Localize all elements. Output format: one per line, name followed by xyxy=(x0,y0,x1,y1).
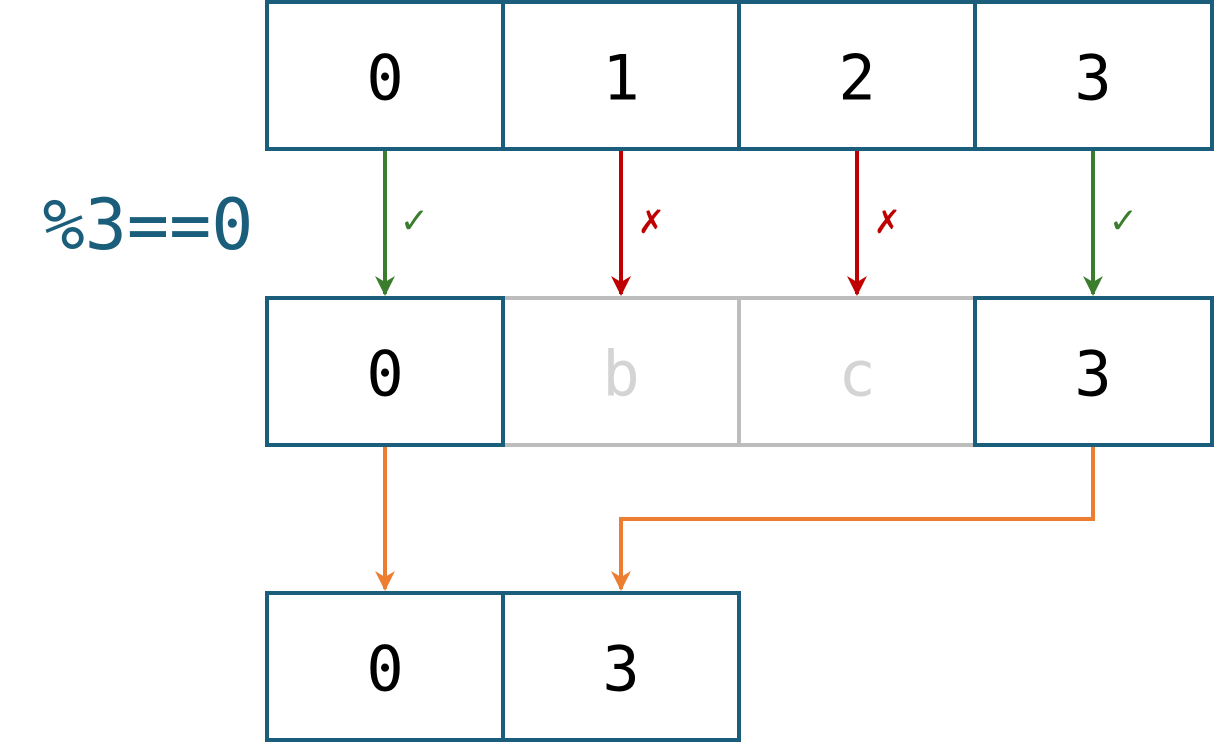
input-row: 0 1 2 3 xyxy=(265,0,1214,151)
filter-value-kept: 0 xyxy=(366,338,403,411)
collect-arrows xyxy=(375,447,1095,591)
input-value: 0 xyxy=(366,42,403,115)
filter-cell-kept xyxy=(265,296,505,447)
input-value: 2 xyxy=(838,42,875,115)
check-arrows: ✓ ✗ ✗ ✓ xyxy=(375,151,1135,296)
condition-label: %3==0 xyxy=(43,184,254,266)
filter-value-kept: 3 xyxy=(1074,338,1111,411)
filter-row: 0 b c 3 xyxy=(265,296,1214,447)
cross-mark-icon: ✗ xyxy=(875,197,899,243)
filter-value-rejected: b xyxy=(602,338,639,411)
check-mark-icon: ✓ xyxy=(1111,197,1135,243)
output-cell-1 xyxy=(501,591,741,742)
output-value: 0 xyxy=(366,633,403,706)
filter-value-rejected: c xyxy=(838,338,875,411)
check-mark-icon: ✓ xyxy=(402,197,426,243)
collect-arrow xyxy=(611,447,1095,591)
input-value: 1 xyxy=(602,42,639,115)
output-row: 0 3 xyxy=(265,591,741,742)
input-value: 3 xyxy=(1074,42,1111,115)
output-value: 3 xyxy=(602,633,639,706)
filter-cell-kept xyxy=(973,296,1214,447)
input-cell-3 xyxy=(973,0,1214,151)
cross-mark-icon: ✗ xyxy=(639,197,663,243)
